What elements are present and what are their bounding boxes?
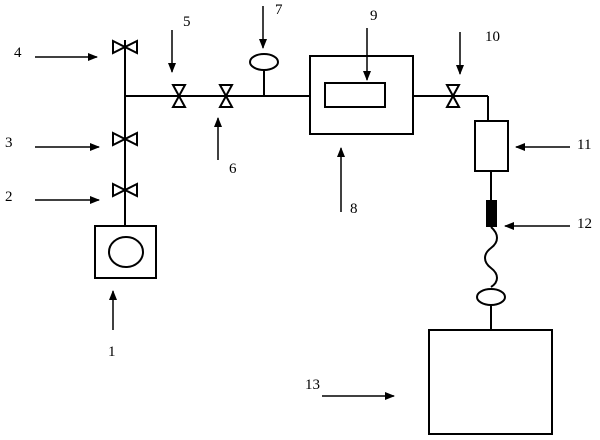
vacuum-pump [94,225,157,279]
valve-3 [112,131,138,147]
label-13: 13 [305,377,320,393]
label-6: 6 [229,161,237,177]
valve-5 [171,84,187,108]
pressure-gauge [249,53,279,96]
connector-ring [476,288,506,306]
sample-holder [324,82,386,108]
valve-4 [112,39,138,55]
valve-10 [445,84,461,108]
label-9: 9 [370,8,378,24]
rod-thick [486,200,497,227]
label-2: 2 [5,189,13,205]
coupler [474,120,509,172]
valve-6 [218,84,234,108]
label-10: 10 [485,29,500,45]
label-1: 1 [108,344,116,360]
label-3: 3 [5,135,13,151]
valve-2 [112,182,138,198]
spring-cable [484,226,498,288]
label-12: 12 [577,216,592,232]
label-11: 11 [577,137,591,153]
label-5: 5 [183,14,191,30]
label-4: 4 [14,45,22,61]
chamber [309,55,414,135]
detector-box [428,329,553,435]
label-7: 7 [275,2,283,18]
label-8: 8 [350,201,358,217]
